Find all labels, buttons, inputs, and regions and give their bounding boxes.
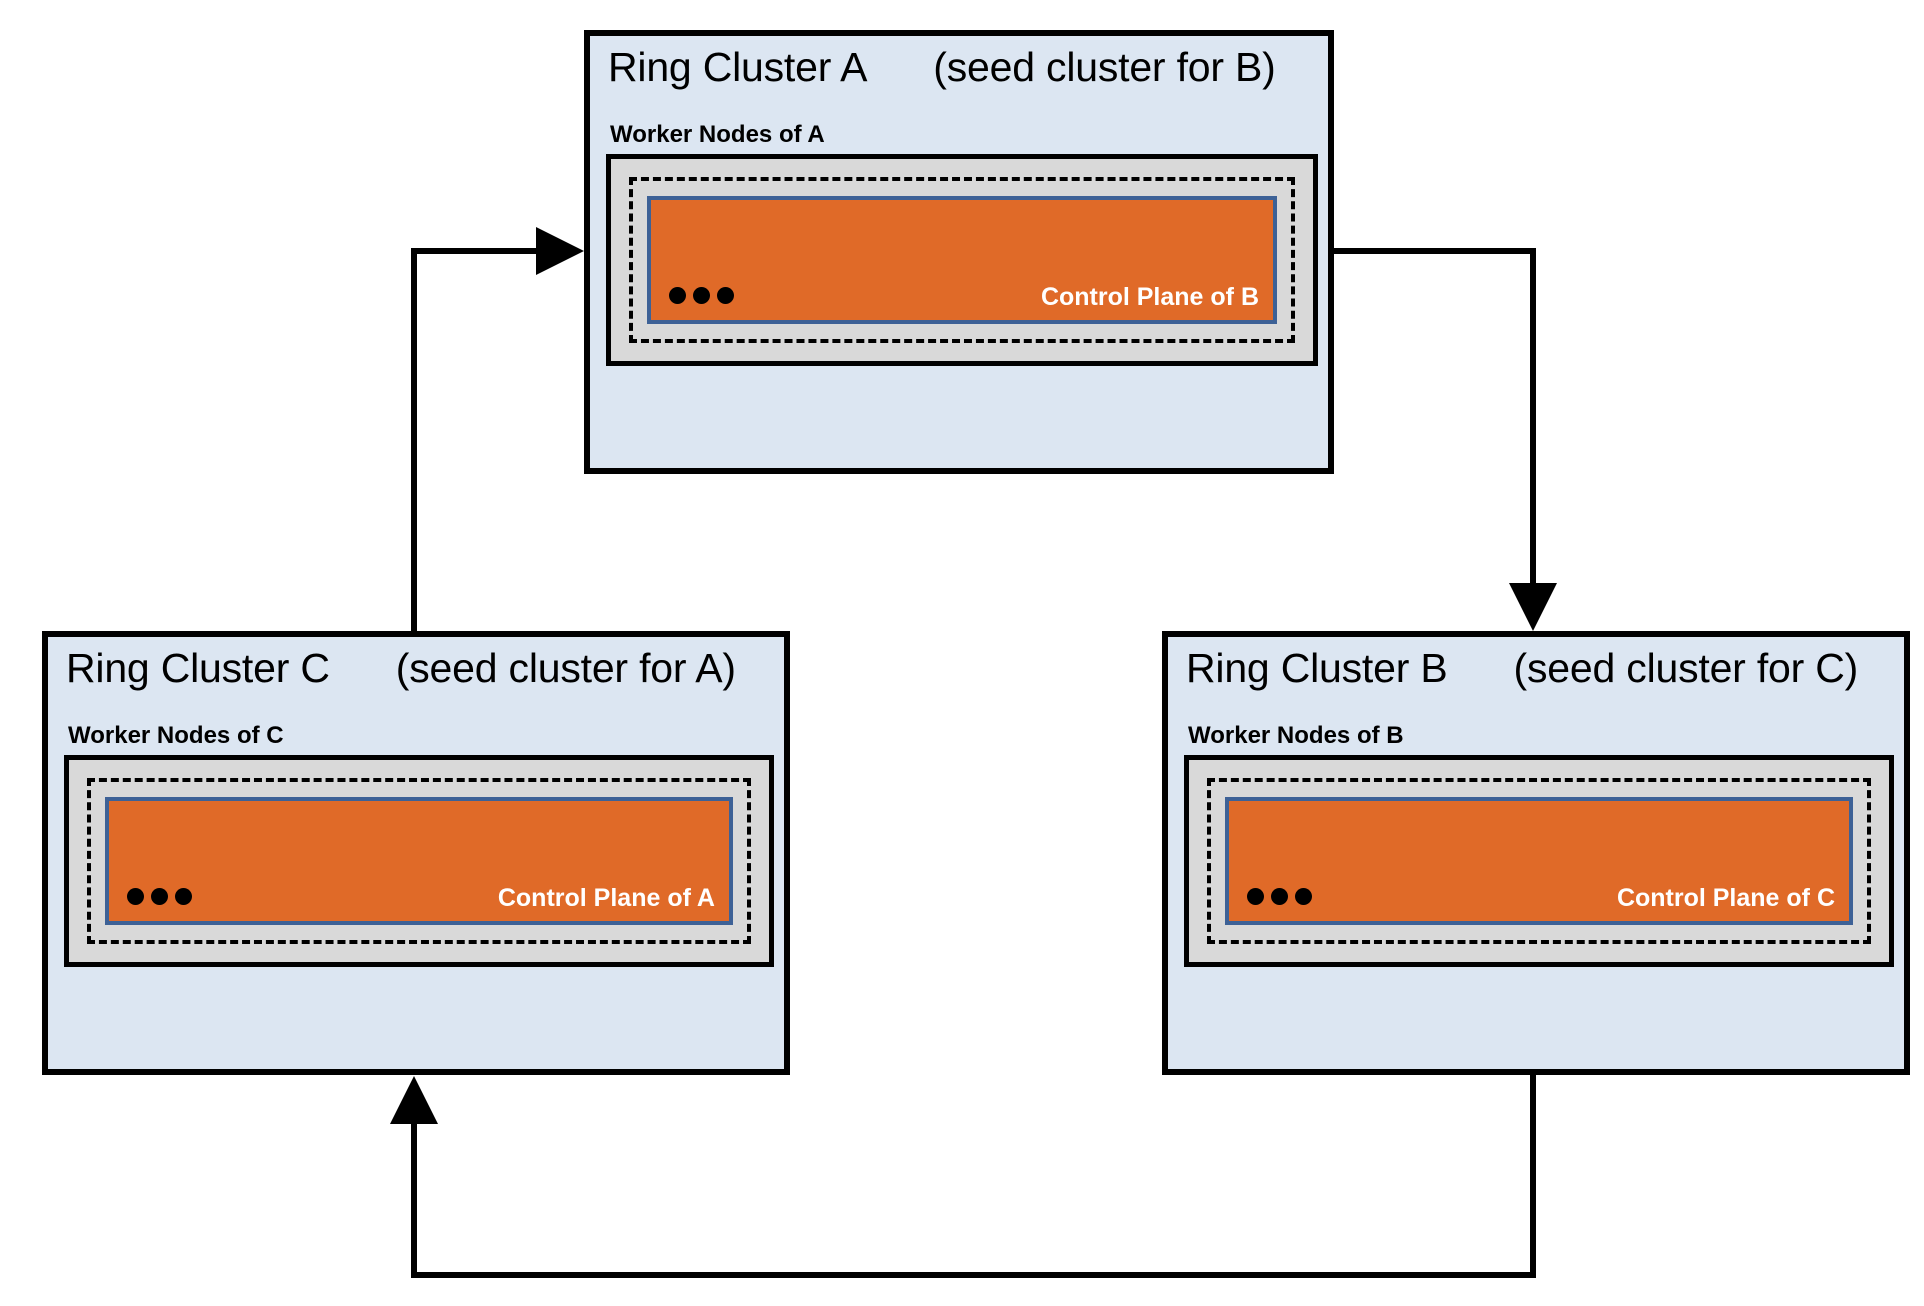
cluster-b-worker-label: Worker Nodes of B: [1188, 722, 1404, 749]
arrow-c-to-a: [411, 227, 584, 640]
cluster-b-control-plane[interactable]: Control Plane of C: [1225, 797, 1853, 925]
cluster-c-title: Ring Cluster C (seed cluster for A): [66, 645, 736, 692]
cluster-c-seed-note: (seed cluster for A): [395, 645, 736, 691]
cluster-b-worker-box: Control Plane of C: [1184, 755, 1894, 967]
cluster-b-seed-note: (seed cluster for C): [1513, 645, 1859, 691]
cluster-c-worker-box: Control Plane of A: [64, 755, 774, 967]
cluster-c-control-plane-label: Control Plane of A: [497, 884, 715, 912]
cluster-c-control-plane[interactable]: Control Plane of A: [105, 797, 733, 925]
cluster-a-worker-box: Control Plane of B: [606, 154, 1318, 366]
cluster-a-seed-note: (seed cluster for B): [933, 44, 1276, 90]
cluster-a-title: Ring Cluster A (seed cluster for B): [608, 44, 1276, 91]
cluster-a-ellipsis-dots: [669, 287, 734, 304]
cluster-b-name: Ring Cluster B: [1186, 645, 1448, 691]
cluster-a-worker-label: Worker Nodes of A: [610, 121, 825, 148]
cluster-a[interactable]: Ring Cluster A (seed cluster for B) Worke…: [584, 30, 1334, 474]
cluster-c-worker-label: Worker Nodes of C: [68, 722, 284, 749]
cluster-a-dashed-boundary: [629, 177, 1295, 343]
cluster-c-name: Ring Cluster C: [66, 645, 330, 691]
arrow-b-to-c: [390, 1075, 1536, 1278]
cluster-b-title: Ring Cluster B (seed cluster for C): [1186, 645, 1858, 692]
cluster-a-control-plane-label: Control Plane of B: [1040, 283, 1259, 311]
cluster-b-control-plane-label: Control Plane of C: [1616, 884, 1835, 912]
arrow-a-to-b: [1334, 248, 1557, 631]
cluster-a-name: Ring Cluster A: [608, 44, 868, 90]
cluster-c[interactable]: Ring Cluster C (seed cluster for A) Worke…: [42, 631, 790, 1075]
cluster-c-dashed-boundary: [87, 778, 751, 944]
cluster-b-dashed-boundary: [1207, 778, 1871, 944]
cluster-c-ellipsis-dots: [127, 888, 192, 905]
cluster-b-ellipsis-dots: [1247, 888, 1312, 905]
cluster-b[interactable]: Ring Cluster B (seed cluster for C) Worke…: [1162, 631, 1910, 1075]
cluster-a-control-plane[interactable]: Control Plane of B: [647, 196, 1277, 324]
